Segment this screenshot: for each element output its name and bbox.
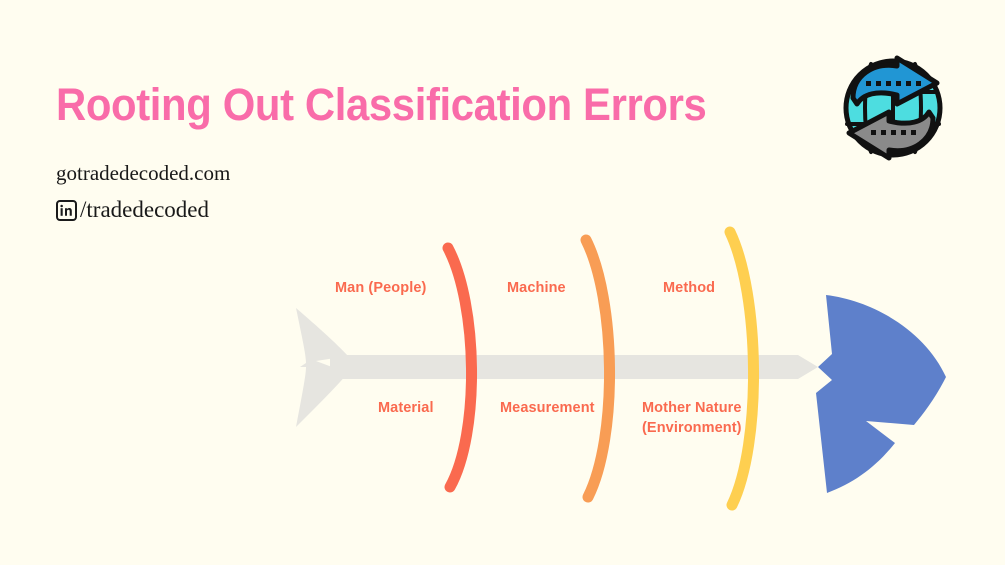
bone-label-mother-nature: Mother Nature (Environment) — [642, 400, 742, 436]
fish-spine — [330, 355, 818, 379]
linkedin-icon[interactable] — [56, 199, 77, 221]
website-url: gotradedecoded.com — [56, 161, 231, 185]
globe-trade-logo — [833, 52, 953, 164]
fish-tail — [296, 308, 348, 427]
bone-label-material: Material — [378, 400, 434, 416]
bone-arc-2 — [580, 234, 616, 503]
bone-label-measurement: Measurement — [500, 400, 595, 416]
page-title: Rooting Out Classification Errors — [56, 79, 707, 130]
fishbone-diagram — [0, 215, 1005, 535]
bone-arc-3 — [724, 226, 760, 511]
bone-arc-1 — [442, 242, 477, 493]
social-handle-row: /tradedecoded — [56, 195, 696, 225]
bone-label-method: Method — [663, 280, 716, 296]
bone-label-man-people: Man (People) — [335, 280, 427, 296]
header-block: Rooting Out Classification Errors gotrad… — [56, 78, 707, 225]
bone-label-machine: Machine — [507, 280, 566, 296]
social-handle-text: /tradedecoded — [80, 197, 209, 222]
fish-head — [816, 295, 946, 493]
